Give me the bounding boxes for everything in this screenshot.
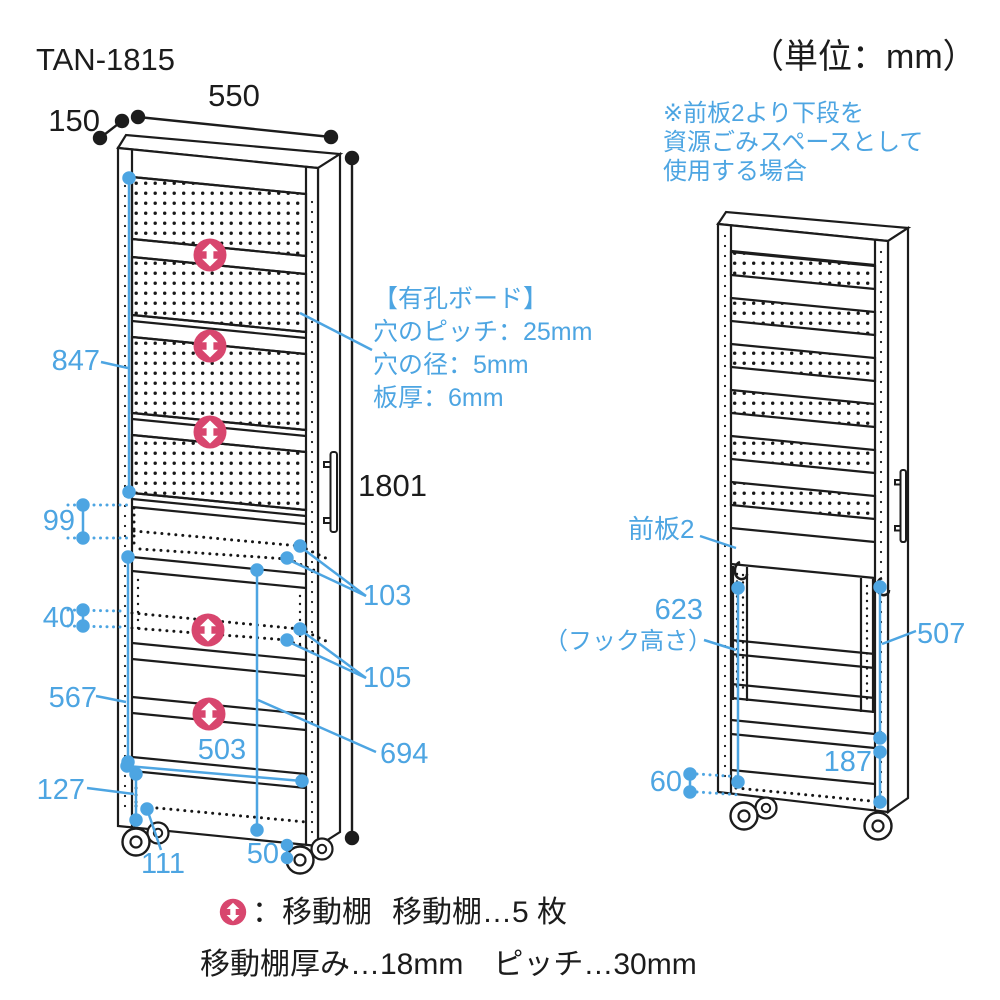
right-dimension-lines	[683, 534, 917, 809]
movable-shelf-icon	[191, 613, 225, 647]
movable-shelf-icon	[193, 238, 227, 272]
unit-label: （単位：mm）	[750, 38, 977, 76]
left-cabinet-handle	[323, 451, 338, 533]
pegboard-callout-title: 【有孔ボード】	[373, 285, 549, 313]
dim-567: 567	[48, 682, 97, 714]
dim-99: 99	[42, 505, 75, 537]
right-cabinet-drawing	[716, 210, 912, 815]
dim-105: 105	[363, 662, 412, 694]
legend-icon-meaning: ：移動棚	[252, 896, 372, 929]
pegboard-thickness: 板厚：6mm	[373, 384, 504, 412]
pegboard-hole-pitch: 穴のピッチ：25mm	[373, 318, 593, 346]
left-cabinet-drawing	[116, 133, 344, 849]
dim-103: 103	[363, 580, 412, 612]
movable-shelf-icon	[193, 329, 227, 363]
dim-694: 694	[380, 738, 429, 770]
pegboard-hole-diameter: 穴の径：5mm	[373, 351, 529, 379]
hook-height-caption: （フック高さ）	[544, 628, 712, 655]
dim-width-550: 550	[208, 78, 260, 113]
dim-40: 40	[42, 602, 75, 634]
dim-847: 847	[51, 345, 100, 377]
dim-503: 503	[197, 734, 247, 766]
dim-623: 623	[654, 594, 703, 626]
front-board-2-label: 前板2	[628, 514, 695, 544]
dim-111: 111	[140, 848, 186, 880]
usage-note-line3: 使用する場合	[663, 158, 807, 185]
dim-50: 50	[246, 838, 279, 870]
left-cabinet-pin-holes	[123, 184, 314, 840]
outer-dimension-lines	[92, 109, 360, 846]
left-dimension-lines	[66, 171, 377, 865]
movable-shelf-icon	[219, 898, 247, 926]
dim-507: 507	[917, 618, 966, 650]
dim-60: 60	[649, 766, 682, 798]
dim-height-1801: 1801	[358, 468, 427, 503]
movable-shelf-icon	[193, 415, 227, 449]
dim-127: 127	[36, 774, 85, 806]
model-number: TAN-1815	[36, 42, 175, 77]
legend-thickness-pitch: 移動棚厚み…18mm ピッチ…30mm	[200, 948, 697, 981]
dim-187: 187	[823, 746, 872, 778]
right-cabinet-handle	[894, 469, 907, 543]
dim-depth-150: 150	[48, 103, 100, 138]
usage-note-line1: ※前板2より下段を	[663, 100, 864, 127]
legend-shelf-count: 移動棚…5 枚	[392, 896, 568, 929]
usage-note-line2: 資源ごみスペースとして	[663, 129, 924, 156]
movable-shelf-icon	[192, 697, 226, 731]
